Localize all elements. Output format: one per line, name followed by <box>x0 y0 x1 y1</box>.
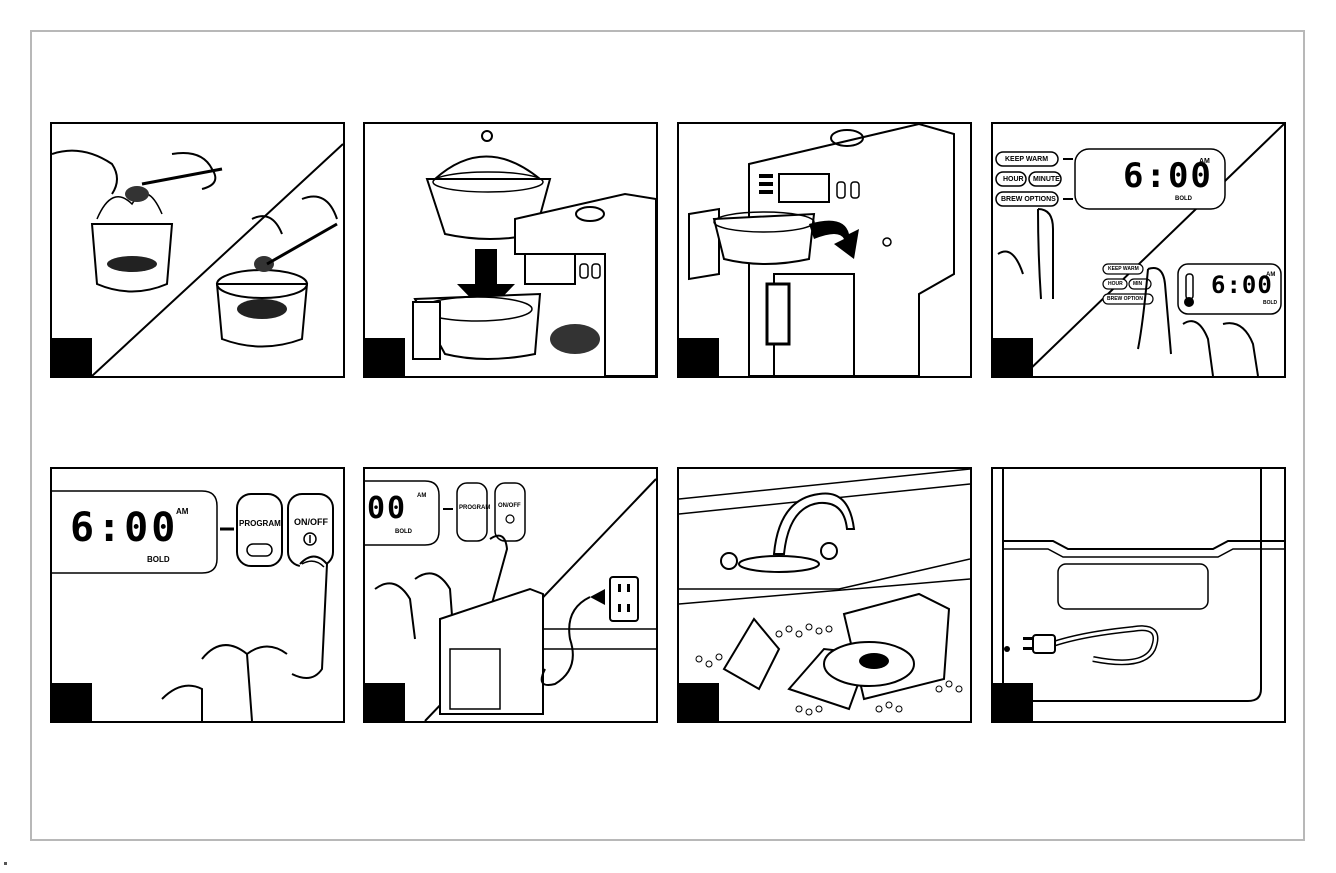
display-time: 00 <box>367 491 407 526</box>
wash-parts-illustration <box>679 469 970 721</box>
brew-options-label-small: BREW OPTION <box>1107 296 1143 302</box>
onoff-label: ON/OFF <box>294 517 328 527</box>
corner-dot <box>4 862 7 865</box>
display-mode: BOLD <box>395 529 412 535</box>
step-number-box <box>679 338 719 376</box>
filter-basket-illustration <box>52 124 343 376</box>
keep-warm-label-small: KEEP WARM <box>1108 266 1139 272</box>
hour-label-small: HOUR <box>1108 281 1123 287</box>
insert-basket-illustration <box>365 124 656 376</box>
cord-storage-illustration <box>993 469 1284 721</box>
minute-label-small: MIN <box>1133 281 1142 287</box>
step-number-box <box>365 683 405 721</box>
onoff-label: ON/OFF <box>498 503 521 509</box>
display-ampm: AM <box>417 493 426 499</box>
panel-step-5: 6:00 AM BOLD PROGRAM ON/OFF <box>50 467 345 723</box>
panel-step-8 <box>991 467 1286 723</box>
step-number-box <box>993 338 1033 376</box>
display-ampm: AM <box>176 507 188 516</box>
panel-step-3 <box>677 122 972 378</box>
panel-step-4: 6:00 AM BOLD KEEP WARM HOUR MINUTE BREW … <box>991 122 1286 378</box>
panel-step-6: 00 AM BOLD PROGRAM ON/OFF <box>363 467 658 723</box>
display-ampm: AM <box>1199 158 1210 165</box>
display-time-small: 6:00 <box>1211 271 1273 299</box>
display-ampm-small: AM <box>1266 272 1275 278</box>
hour-label: HOUR <box>1003 176 1024 183</box>
display-time: 6:00 <box>70 505 178 551</box>
display-mode: BOLD <box>1175 196 1192 202</box>
display-mode: BOLD <box>147 555 170 564</box>
display-mode-small: BOLD <box>1263 300 1277 306</box>
step-number-box <box>52 338 92 376</box>
step-number-box <box>679 683 719 721</box>
brew-options-label: BREW OPTIONS <box>1001 196 1056 203</box>
minute-label: MINUTE <box>1033 176 1060 183</box>
close-basket-illustration <box>679 124 970 376</box>
panel-step-1 <box>50 122 345 378</box>
step-number-box <box>52 683 92 721</box>
program-label: PROGRAM <box>459 505 490 511</box>
keep-warm-label: KEEP WARM <box>1005 156 1048 163</box>
step-number-box <box>365 338 405 376</box>
step-number-box <box>993 683 1033 721</box>
panel-step-7 <box>677 467 972 723</box>
program-label: PROGRAM <box>239 519 281 528</box>
panel-step-2 <box>363 122 658 378</box>
